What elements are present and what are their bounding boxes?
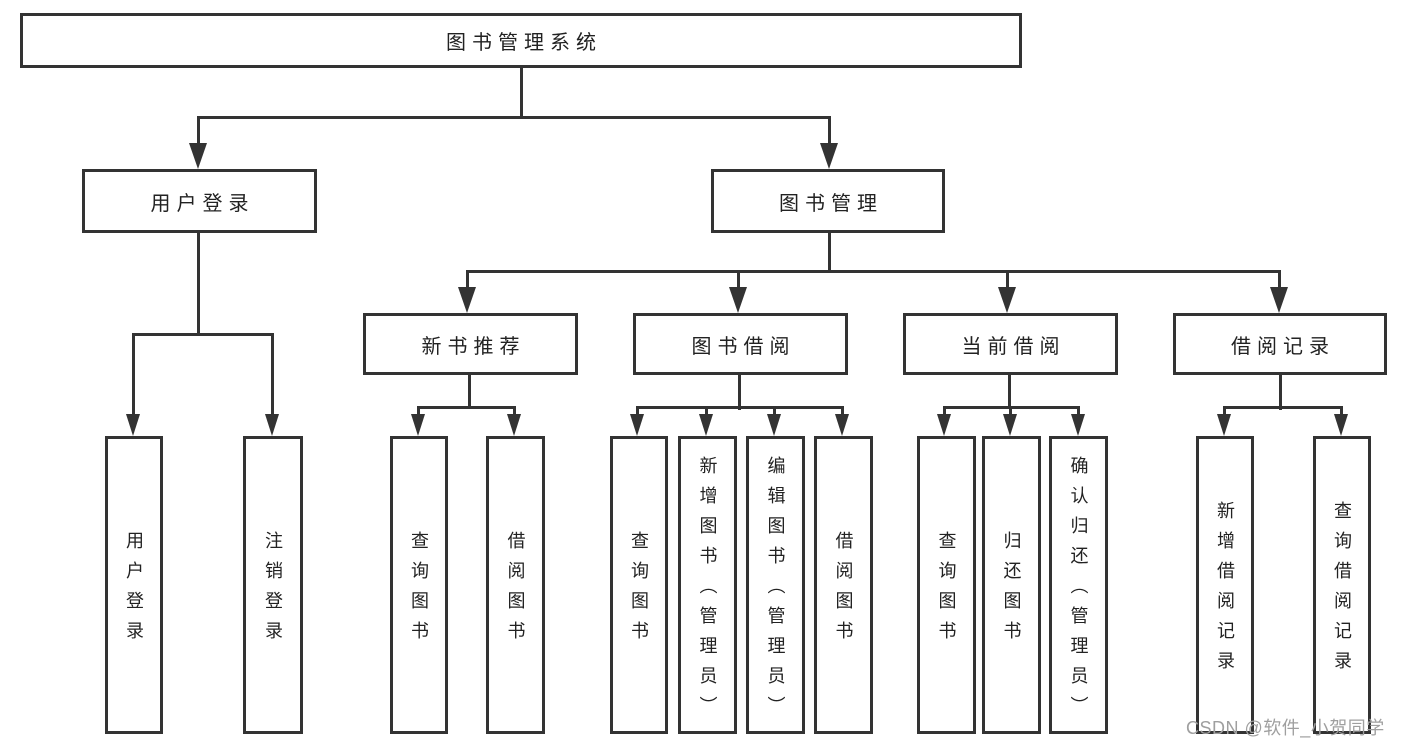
leaf-borrow-query: 查询图书: [610, 436, 668, 734]
node-borrow-record-label: 借阅记录: [1231, 335, 1335, 358]
leaf-logout: 注销登录: [243, 436, 303, 734]
node-new-book-label: 新书推荐: [421, 335, 526, 358]
connector-book-borrow-stem: [738, 374, 741, 410]
leaf-current-confirm: 确认归还（管理员）: [1049, 436, 1108, 734]
connector-user-login-stem: [197, 233, 200, 336]
leaf-current-query: 查询图书: [917, 436, 976, 734]
connector-level1-rail: [197, 116, 831, 119]
node-current-borrow: 当前借阅: [903, 313, 1118, 375]
connector-root-stem: [520, 68, 523, 119]
leaf-current-return-label: 归还图书: [1001, 531, 1022, 651]
leaf-record-query: 查询借阅记录: [1313, 436, 1371, 734]
leaf-newbook-query-label: 查询图书: [409, 531, 429, 651]
connector-leaf-stub: [841, 406, 844, 420]
connector-level2-rail: [466, 270, 1281, 273]
arrow-down-icon: [458, 287, 476, 313]
arrow-down-icon: [1003, 414, 1017, 436]
connector-leaf-stub: [943, 406, 946, 420]
connector-new-book-stem: [468, 374, 471, 409]
leaf-borrow-add-label: 新增图书（管理员）: [697, 456, 718, 726]
connector-leaf-stub: [1340, 406, 1343, 420]
node-root-label: 图书管理系统: [446, 32, 602, 54]
node-user-login-label: 用户登录: [150, 192, 255, 215]
watermark: CSDN @软件_小贺同学: [1186, 718, 1385, 738]
arrow-down-icon: [1270, 287, 1288, 313]
node-book-mgmt-label: 图书管理: [779, 192, 883, 215]
leaf-current-return: 归还图书: [982, 436, 1041, 734]
connector-leaf-stub: [271, 333, 274, 420]
leaf-borrow-borrow: 借阅图书: [814, 436, 873, 734]
connector-current-borrow-stem: [1008, 374, 1011, 409]
arrow-down-icon: [835, 414, 849, 436]
connector-borrow-record-stem: [1279, 374, 1282, 410]
arrow-down-icon: [411, 414, 425, 436]
connector-leaf-stub: [513, 406, 516, 420]
arrow-down-icon: [699, 414, 713, 436]
leaf-record-query-label: 查询借阅记录: [1332, 501, 1352, 681]
leaf-logout-label: 注销登录: [263, 531, 283, 651]
leaf-user-login: 用户登录: [105, 436, 163, 734]
leaf-newbook-query: 查询图书: [390, 436, 448, 734]
node-book-borrow: 图书借阅: [633, 313, 848, 375]
connector-leaf-stub: [1223, 406, 1226, 420]
leaf-borrow-edit: 编辑图书（管理员）: [746, 436, 805, 734]
arrow-down-icon: [767, 414, 781, 436]
connector-borrow-record-stub: [1278, 270, 1281, 291]
connector-user-login-rail: [132, 333, 274, 336]
connector-leaf-stub: [1009, 406, 1012, 420]
arrow-down-icon: [1334, 414, 1348, 436]
leaf-borrow-add: 新增图书（管理员）: [678, 436, 737, 734]
arrow-down-icon: [937, 414, 951, 436]
arrow-down-icon: [1071, 414, 1085, 436]
node-new-book: 新书推荐: [363, 313, 578, 375]
leaf-current-query-label: 查询图书: [936, 531, 957, 651]
connector-leaf-stub: [636, 406, 639, 420]
arrow-down-icon: [507, 414, 521, 436]
connector-new-book-rail: [417, 406, 516, 409]
arrow-down-icon: [126, 414, 140, 436]
connector-book-mgmt-stem: [828, 233, 831, 273]
connector-leaf-stub: [705, 406, 708, 420]
connector-new-book-stub: [466, 270, 469, 291]
connector-leaf-stub: [132, 333, 135, 420]
leaf-record-add: 新增借阅记录: [1196, 436, 1254, 734]
node-borrow-record: 借阅记录: [1173, 313, 1387, 375]
leaf-borrow-query-label: 查询图书: [629, 531, 649, 651]
connector-user-login-stub: [197, 116, 200, 146]
leaf-newbook-borrow-label: 借阅图书: [505, 531, 526, 651]
leaf-record-add-label: 新增借阅记录: [1215, 501, 1235, 681]
leaf-borrow-edit-label: 编辑图书（管理员）: [765, 456, 786, 726]
arrow-down-icon: [820, 143, 838, 169]
arrow-down-icon: [630, 414, 644, 436]
node-user-login: 用户登录: [82, 169, 317, 233]
connector-book-borrow-rail: [636, 406, 844, 409]
node-current-borrow-label: 当前借阅: [961, 335, 1066, 358]
connector-book-mgmt-stub: [828, 116, 831, 146]
leaf-current-confirm-label: 确认归还（管理员）: [1068, 456, 1089, 726]
connector-leaf-stub: [773, 406, 776, 420]
arrow-down-icon: [1217, 414, 1231, 436]
leaf-newbook-borrow: 借阅图书: [486, 436, 545, 734]
node-book-mgmt: 图书管理: [711, 169, 945, 233]
node-book-borrow-label: 图书借阅: [691, 335, 796, 358]
connector-leaf-stub: [417, 406, 420, 420]
connector-book-borrow-stub: [737, 270, 740, 291]
node-root: 图书管理系统: [20, 13, 1022, 68]
arrow-down-icon: [998, 287, 1016, 313]
arrow-down-icon: [189, 143, 207, 169]
leaf-user-login-label: 用户登录: [124, 531, 144, 651]
connector-leaf-stub: [1077, 406, 1080, 420]
leaf-borrow-borrow-label: 借阅图书: [833, 531, 854, 651]
arrow-down-icon: [729, 287, 747, 313]
connector-current-borrow-stub: [1006, 270, 1009, 291]
connector-borrow-record-rail: [1223, 406, 1343, 409]
arrow-down-icon: [265, 414, 279, 436]
